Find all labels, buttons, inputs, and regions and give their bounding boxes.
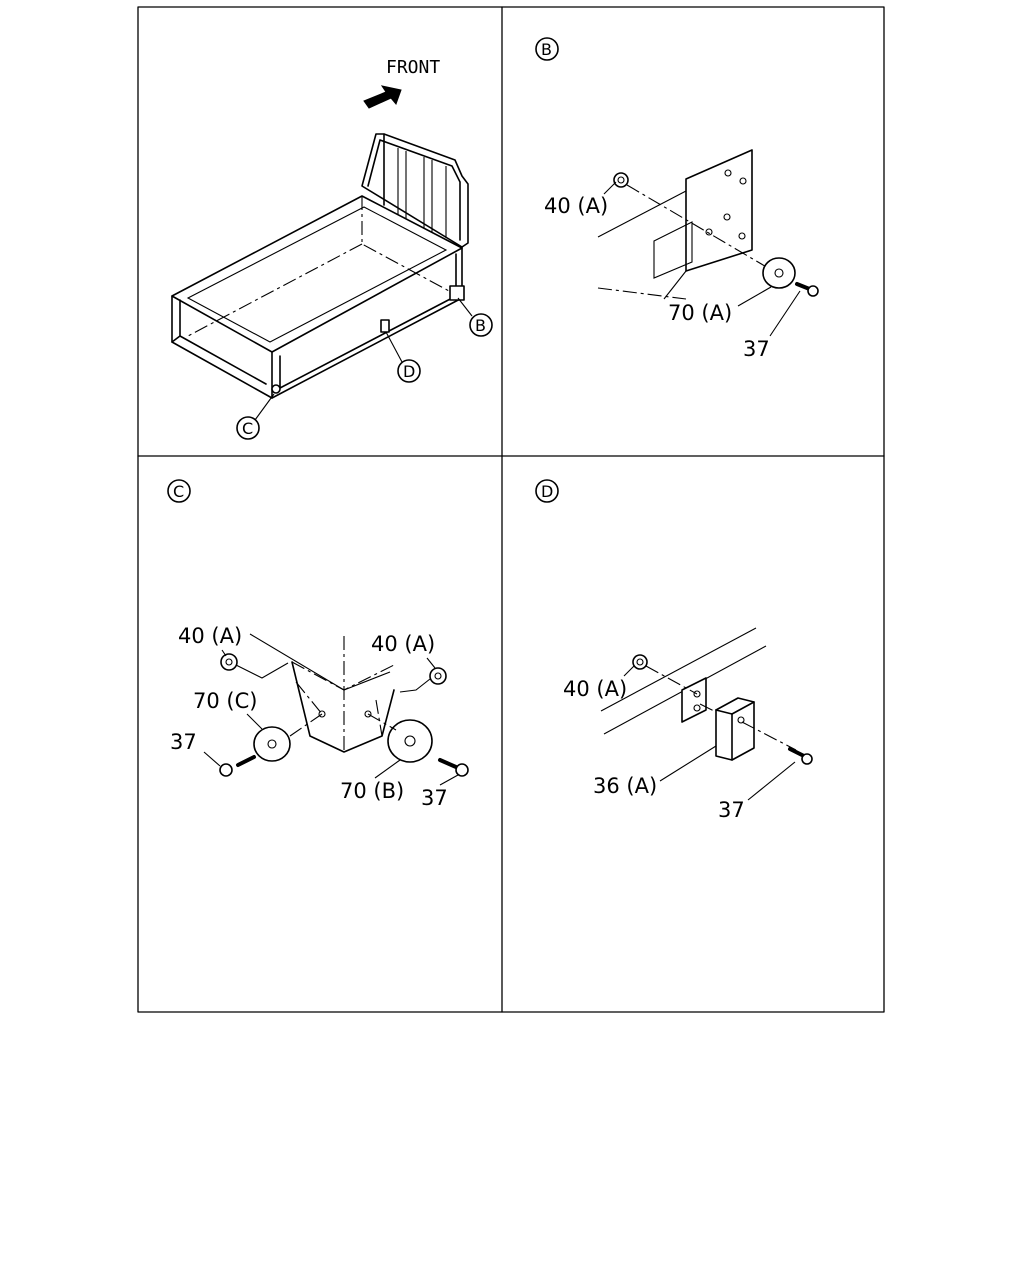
detail-d-panel: D 40 (A) 36 (A) 37 <box>535 479 813 822</box>
detail-c-part-70c: 70 (C) <box>193 689 257 713</box>
front-arrow-icon <box>363 85 402 109</box>
panel-grid <box>137 6 885 1013</box>
detail-c-panel: C 40 (A) <box>167 479 469 810</box>
callout-b: B <box>457 297 493 337</box>
detail-c-part-40a-right: 40 (A) <box>371 632 435 656</box>
truck-body-illustration <box>171 133 469 399</box>
detail-d-part-40a: 40 (A) <box>563 677 627 701</box>
front-label: FRONT <box>386 57 440 78</box>
callout-d-label: D <box>403 362 415 381</box>
detail-c-part-40a-left: 40 (A) <box>178 624 242 648</box>
callout-c: C <box>236 393 275 440</box>
detail-b-part-40a: 40 (A) <box>544 194 608 218</box>
callout-c-label: C <box>242 419 253 438</box>
callout-b-label: B <box>475 316 486 335</box>
detail-c-part-37-right: 37 <box>421 786 448 810</box>
detail-d-part-37: 37 <box>718 798 745 822</box>
detail-b-part-37: 37 <box>743 337 770 361</box>
detail-b-part-70a: 70 (A) <box>668 301 732 325</box>
bolt-icon-left <box>219 755 256 777</box>
detail-b-panel: B 40 (A) 70 (A) 37 <box>535 37 819 361</box>
bolt-icon <box>795 282 819 297</box>
detail-c-title: C <box>173 482 184 501</box>
callout-d: D <box>385 331 421 383</box>
detail-c-part-70b: 70 (B) <box>340 779 404 803</box>
detail-d-part-36a: 36 (A) <box>593 774 657 798</box>
bolt-icon-right <box>438 758 469 777</box>
detail-b-title: B <box>541 40 552 59</box>
overview-panel: FRONT <box>171 57 493 440</box>
detail-d-title: D <box>541 482 553 501</box>
bolt-icon <box>788 747 813 765</box>
detail-c-part-37-left: 37 <box>170 730 197 754</box>
